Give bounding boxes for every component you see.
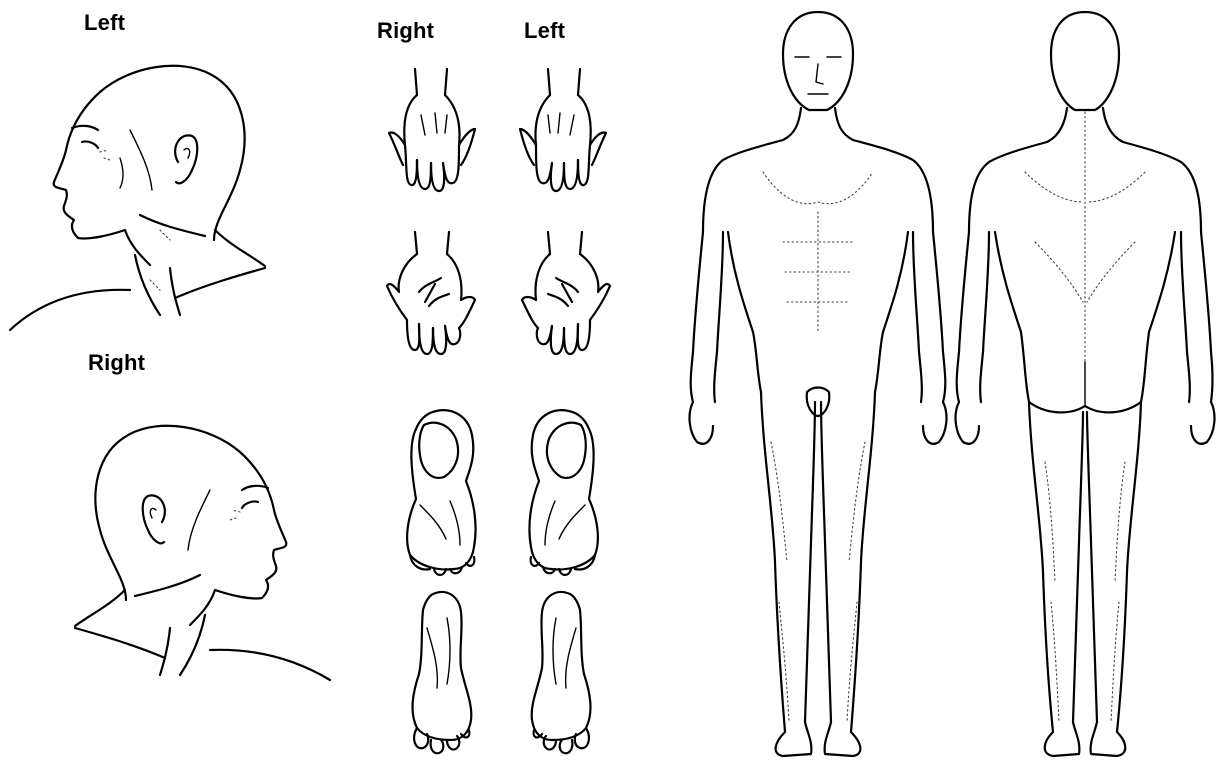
- foot-top-icon: [515, 405, 605, 575]
- body-back-icon: [955, 2, 1215, 762]
- head-profile-right-icon: [60, 400, 360, 700]
- head-profile-left-icon: [0, 40, 290, 340]
- hand-back-icon: [385, 65, 480, 195]
- foot-sole-icon: [403, 588, 483, 758]
- label-head-right: Right: [88, 350, 145, 376]
- label-head-left: Left: [84, 10, 125, 36]
- hand-back-icon: [515, 65, 610, 195]
- label-hands-left: Left: [524, 18, 565, 44]
- body-front-icon: [683, 2, 953, 762]
- foot-top-icon: [400, 405, 490, 575]
- hand-palm-icon: [385, 228, 485, 358]
- foot-sole-icon: [520, 588, 600, 758]
- label-hands-right: Right: [377, 18, 434, 44]
- hand-palm-icon: [512, 228, 612, 358]
